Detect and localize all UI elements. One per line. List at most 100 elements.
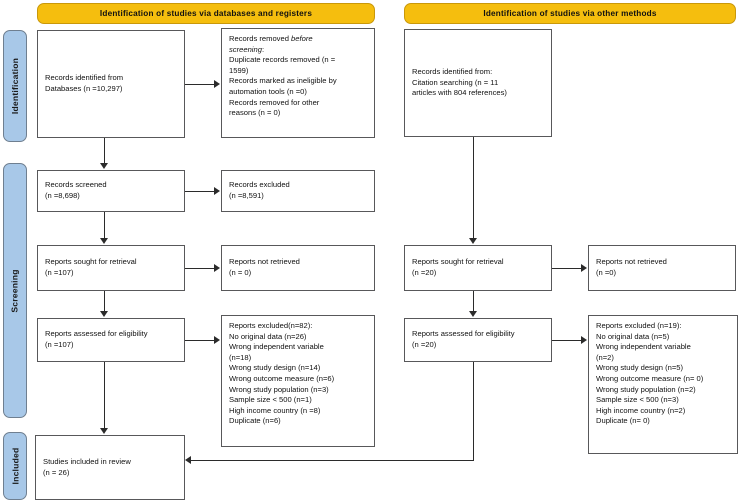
arrowhead-other-assessed-to-excluded [581, 336, 587, 344]
records-excluded-line-0: Records excluded [229, 180, 290, 190]
records-removed-line-4: Records marked as ineligible by [229, 76, 337, 86]
arrowhead-sought-to-assessed [100, 311, 108, 317]
box-records-screened: Records screened (n =8,698) [37, 170, 185, 212]
connector-other-assessed-down [473, 362, 474, 460]
reports-excluded-line-6: Wrong study population (n=3) [229, 384, 329, 394]
arrowhead-assessed-to-excluded [214, 336, 220, 344]
connector-assessed-to-included [104, 362, 105, 428]
reports-excluded-line-9: Duplicate (n=6) [229, 416, 281, 426]
records-removed-line-3: 1599) [229, 65, 249, 75]
records-removed-line-5: automation tools (n =0) [229, 86, 307, 96]
other-reports-excluded-line-9: Duplicate (n= 0) [596, 416, 650, 426]
records-screened-line-0: Records screened [45, 180, 107, 190]
reports-assessed-line-1: (n =107) [45, 340, 74, 349]
connector-assessed-to-excluded [185, 340, 215, 341]
connector-other-to-included-horizontal [190, 460, 474, 461]
records-removed-line-1: screening: [229, 44, 265, 54]
other-reports-sought-line-0: Reports sought for retrieval [412, 257, 504, 267]
box-other-reports-sought: Reports sought for retrieval (n =20) [404, 245, 552, 291]
box-records-excluded: Records excluded (n =8,591) [221, 170, 375, 212]
banner-other-label: Identification of studies via other meth… [483, 9, 657, 18]
other-reports-sought-line-1: (n =20) [412, 268, 437, 277]
box-reports-excluded: Reports excluded(n=82): No original data… [221, 315, 375, 447]
connector-identified-to-screened [104, 138, 105, 164]
reports-excluded-line-4: Wrong study design (n=14) [229, 363, 321, 373]
box-reports-sought: Reports sought for retrieval (n =107) [37, 245, 185, 291]
rail-identification: Identification [3, 30, 27, 142]
box-reports-not-retrieved: Reports not retrieved (n = 0) [221, 245, 375, 291]
connector-sought-to-notretrieved [185, 268, 215, 269]
arrowhead-other-sought-to-assessed [469, 311, 477, 317]
arrowhead-screened-to-excluded [214, 187, 220, 195]
records-removed-line-6: Records removed for other [229, 97, 320, 107]
reports-not-retrieved-line-0: Reports not retrieved [229, 257, 300, 267]
other-reports-excluded-line-2: Wrong independent variable [596, 342, 691, 352]
box-reports-assessed: Reports assessed for eligibility (n =107… [37, 318, 185, 362]
arrowhead-identified-to-removed [214, 80, 220, 88]
other-reports-excluded-line-6: Wrong study population (n=2) [596, 384, 696, 394]
reports-sought-line-0: Reports sought for retrieval [45, 257, 137, 267]
studies-included-line-0: Studies included in review [43, 456, 131, 466]
box-other-identified: Records identified from: Citation search… [404, 29, 552, 137]
connector-other-sought-to-notretrieved [552, 268, 582, 269]
box-other-reports-excluded: Reports excluded (n=19): No original dat… [588, 315, 738, 454]
connector-identified-to-removed [185, 84, 215, 85]
arrowhead-other-identified-to-sought [469, 238, 477, 244]
reports-excluded-line-7: Sample size < 500 (n=1) [229, 395, 312, 405]
reports-excluded-line-2: Wrong independent variable [229, 342, 324, 352]
box-other-reports-assessed: Reports assessed for eligibility (n =20) [404, 318, 552, 362]
reports-excluded-line-1: No original data (n=26) [229, 331, 307, 341]
other-reports-excluded-line-1: No original data (n=5) [596, 331, 670, 341]
rail-included-label: Included [10, 447, 20, 485]
connector-screened-to-excluded [185, 191, 215, 192]
reports-excluded-line-3: (n=18) [229, 352, 252, 362]
connector-screened-to-sought [104, 212, 105, 238]
banner-other-methods: Identification of studies via other meth… [404, 3, 736, 24]
box-studies-included: Studies included in review (n = 26) [35, 435, 185, 500]
rail-included: Included [3, 432, 27, 500]
reports-excluded-line-5: Wrong outcome measure (n=6) [229, 373, 335, 383]
connector-other-identified-to-sought [473, 137, 474, 238]
records-identified-line-0: Records identified from [45, 73, 124, 83]
rail-identification-label: Identification [10, 57, 20, 115]
records-removed-line-7: reasons (n = 0) [229, 108, 281, 118]
arrowhead-other-sought-to-notretrieved [581, 264, 587, 272]
box-records-identified: Records identified from Databases (n =10… [37, 30, 185, 138]
reports-excluded-line-0: Reports excluded(n=82): [229, 321, 313, 330]
box-other-reports-not-retrieved: Reports not retrieved (n =0) [588, 245, 736, 291]
arrowhead-screened-to-sought [100, 238, 108, 244]
other-reports-assessed-line-1: (n =20) [412, 340, 437, 349]
reports-assessed-line-0: Reports assessed for eligibility [45, 329, 148, 339]
rail-screening: Screening [3, 163, 27, 418]
connector-other-assessed-to-excluded [552, 340, 582, 341]
other-identified-line-1: Citation searching (n = 11 [412, 77, 499, 87]
studies-included-line-1: (n = 26) [43, 467, 70, 477]
other-identified-line-2: articles with 804 references) [412, 88, 507, 98]
records-identified-line-1: Databases (n =10,297) [45, 84, 123, 93]
other-reports-excluded-line-0: Reports excluded (n=19): [596, 321, 682, 330]
reports-excluded-line-8: High income country (n =8) [229, 405, 321, 415]
other-reports-excluded-line-7: Sample size < 500 (n=3) [596, 395, 679, 405]
other-reports-excluded-line-3: (n=2) [596, 352, 614, 362]
reports-sought-line-1: (n =107) [45, 268, 74, 277]
box-records-removed: Records removed before screening: Duplic… [221, 28, 375, 138]
records-excluded-line-1: (n =8,591) [229, 191, 264, 200]
reports-not-retrieved-line-1: (n = 0) [229, 268, 252, 277]
rail-screening-label: Screening [10, 268, 21, 313]
records-removed-line-0: Records removed before [229, 34, 313, 43]
connector-sought-to-assessed [104, 291, 105, 311]
arrowhead-other-to-included [185, 456, 191, 464]
other-reports-not-retrieved-line-1: (n =0) [596, 268, 617, 277]
other-reports-excluded-line-4: Wrong study design (n=5) [596, 363, 684, 373]
arrowhead-sought-to-notretrieved [214, 264, 220, 272]
records-removed-line-2: Duplicate records removed (n = [229, 55, 336, 65]
arrowhead-identified-to-screened [100, 163, 108, 169]
other-reports-not-retrieved-line-0: Reports not retrieved [596, 257, 667, 267]
other-reports-excluded-line-8: High income country (n=2) [596, 405, 686, 415]
banner-databases-registers: Identification of studies via databases … [37, 3, 375, 24]
records-screened-line-1: (n =8,698) [45, 191, 80, 200]
other-reports-excluded-line-5: Wrong outcome measure (n= 0) [596, 373, 704, 383]
connector-other-sought-to-assessed [473, 291, 474, 311]
other-reports-assessed-line-0: Reports assessed for eligibility [412, 329, 515, 339]
